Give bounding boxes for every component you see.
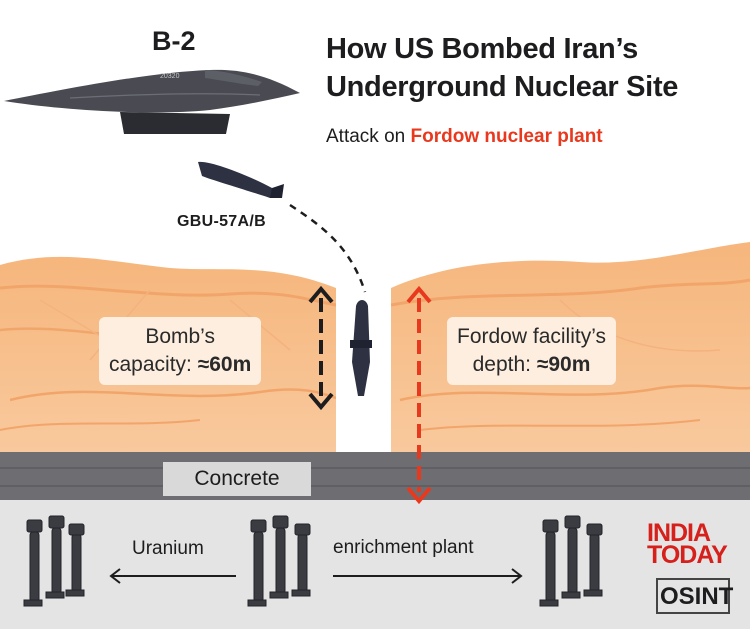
bomb-capacity-line1: Bomb’s — [145, 325, 215, 348]
facility-depth-line2: depth: ≈90m — [457, 351, 606, 379]
bomb-capacity-label: Bomb’s capacity: ≈60m — [99, 317, 262, 385]
brand-line1: INDIA — [647, 519, 711, 547]
bomb-capacity-arrow — [308, 285, 334, 411]
page-title: How US Bombed Iran’s Underground Nuclear… — [326, 30, 678, 106]
left-flow-arrow — [109, 568, 236, 584]
concrete-layer — [0, 452, 750, 500]
facility-depth-label: Fordow facility’s depth: ≈90m — [447, 317, 616, 385]
bomb-label: GBU-57A/B — [177, 213, 266, 230]
title-line-1: How US Bombed Iran’s — [326, 33, 638, 65]
right-flow-arrow — [333, 568, 523, 584]
title-line-2: Underground Nuclear Site — [326, 71, 679, 103]
underground-floor — [0, 500, 750, 629]
uranium-label: Uranium — [132, 538, 204, 559]
aircraft-tail-marking: 20320 — [160, 73, 180, 80]
enrichment-label: enrichment plant — [333, 537, 474, 558]
osint-text: OSINT — [660, 583, 734, 610]
centrifuge-group-right — [539, 515, 603, 607]
facility-depth-line1: Fordow facility’s — [457, 325, 606, 348]
concrete-label: Concrete — [163, 462, 311, 496]
facility-depth-prefix: depth: — [472, 353, 531, 376]
bomb-trajectory — [289, 203, 367, 293]
bomb-capacity-value: ≈60m — [197, 353, 252, 376]
aircraft-label: B-2 — [152, 26, 196, 56]
centrifuge-group-left — [23, 515, 85, 607]
bomb-capacity-prefix: capacity: — [109, 353, 192, 376]
subtitle-highlight: Fordow nuclear plant — [410, 126, 603, 147]
subtitle-prefix: Attack on — [326, 126, 406, 147]
facility-depth-value: ≈90m — [536, 353, 591, 376]
centrifuge-group-center — [247, 515, 311, 607]
brand-line2: TODAY — [647, 541, 728, 569]
bomb-capacity-line2: capacity: ≈60m — [109, 351, 251, 379]
osint-logo: OSINT — [656, 578, 734, 614]
subtitle: Attack on Fordow nuclear plant — [326, 126, 603, 148]
b2-aircraft-illustration: 20320 — [4, 69, 300, 134]
falling-bomb-icon — [198, 161, 284, 198]
india-today-logo: INDIA TODAY — [647, 519, 728, 569]
bomb-in-shaft-icon — [350, 300, 372, 396]
facility-depth-arrow — [406, 285, 432, 505]
